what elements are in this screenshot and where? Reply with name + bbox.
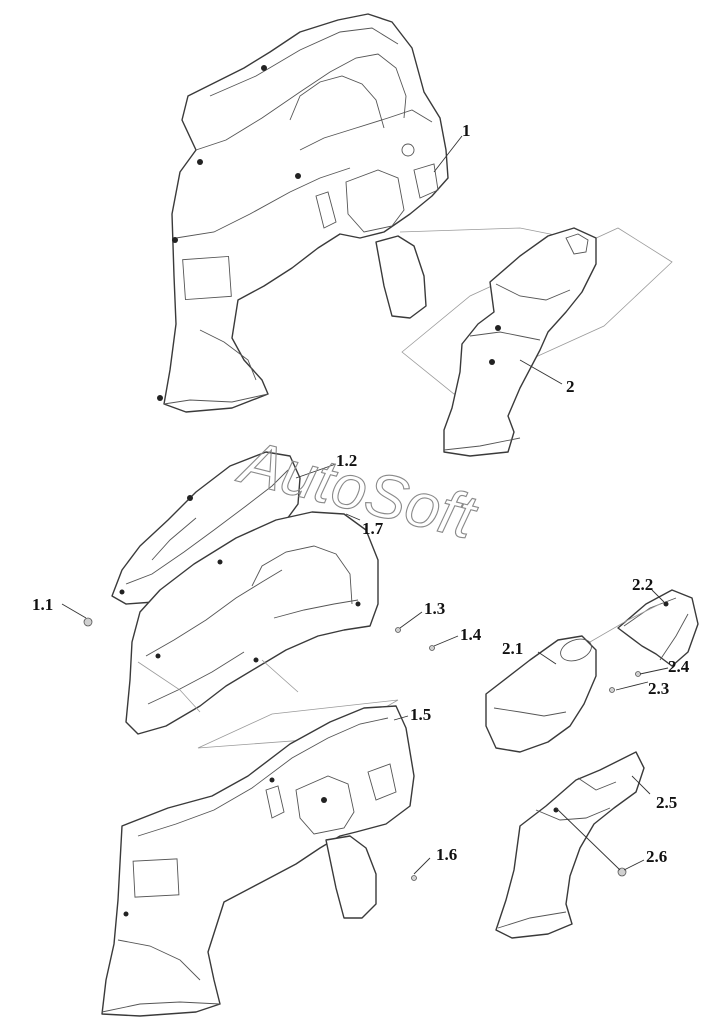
label-2-6: 2.6 [646,847,667,866]
leader-lines [61,135,669,875]
label-2-4: 2.4 [668,657,690,676]
part-1-4-nut [429,645,435,651]
label-2: 2 [566,377,575,396]
part-2-cover-assembled [401,227,673,457]
part-2-5-lower-cover [495,751,645,939]
label-2-3: 2.3 [648,679,669,698]
label-1-5: 1.5 [410,705,431,724]
label-1-4: 1.4 [460,625,482,644]
part-1-5-lower-housing [101,699,415,1017]
part-2-1-boot [485,635,597,753]
assembly-plane-1 [399,227,561,237]
label-2-5: 2.5 [656,793,677,812]
part-2-4-washer [635,671,641,677]
label-1-7: 1.7 [362,519,384,538]
part-1-3-washer [395,627,401,633]
assembly-plane-2 [589,603,661,643]
label-2-2: 2.2 [632,575,653,594]
part-1-housing-assembled [157,13,449,413]
label-1-6: 1.6 [436,845,457,864]
part-1-6-screw [411,875,417,881]
label-1-1: 1.1 [32,595,53,614]
part-1-7-middle-shell [125,511,379,735]
label-1-3: 1.3 [424,599,445,618]
part-1-1-screw [83,617,93,627]
label-1: 1 [462,121,471,140]
part-2-3-screw [609,687,615,693]
label-1-2: 1.2 [336,451,357,470]
part-2-2-top-cap [617,589,699,667]
label-2-1: 2.1 [502,639,523,658]
